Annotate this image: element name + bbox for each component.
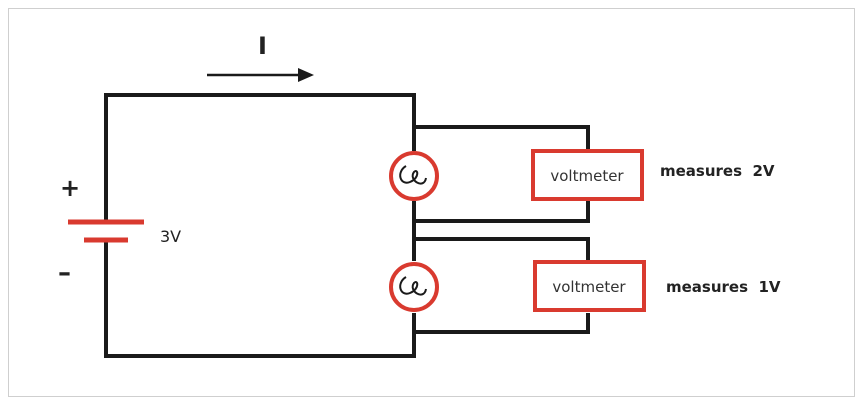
lower-branch-bottom: [414, 313, 590, 334]
battery-plus-sign: +: [60, 174, 80, 202]
bulb-2-filament-icon: [399, 276, 427, 296]
upper-branch-bottom: [414, 201, 590, 223]
voltmeter-1-box: [531, 149, 644, 201]
voltmeter-2-box: [533, 260, 646, 312]
battery-minus-sign: –: [58, 258, 71, 288]
bulb-1-circle: [389, 151, 439, 201]
voltmeter-1: voltmeter measures 2V: [531, 149, 775, 201]
upper-branch-top: [414, 125, 590, 149]
bulb-1: [389, 151, 439, 201]
lower-branch-top: [414, 237, 590, 260]
voltmeter-2-label: voltmeter: [552, 278, 626, 296]
bulb-2-circle: [389, 262, 439, 312]
current-indicator: I: [207, 32, 314, 82]
voltmeter-branch-wires: [414, 125, 590, 334]
voltmeter-2: voltmeter measures 1V: [533, 260, 781, 312]
main-circuit-wires: [104, 93, 416, 358]
battery: + – 3V: [58, 174, 181, 288]
voltmeter-1-label: voltmeter: [550, 167, 624, 185]
voltmeter-1-reading: measures 2V: [660, 162, 775, 180]
current-arrow-head: [298, 68, 314, 82]
bulb-1-filament-icon: [399, 165, 427, 185]
voltmeter-2-reading: measures 1V: [666, 278, 781, 296]
bulb-2: [389, 262, 439, 312]
current-label: I: [258, 32, 267, 60]
battery-voltage-label: 3V: [160, 227, 181, 246]
